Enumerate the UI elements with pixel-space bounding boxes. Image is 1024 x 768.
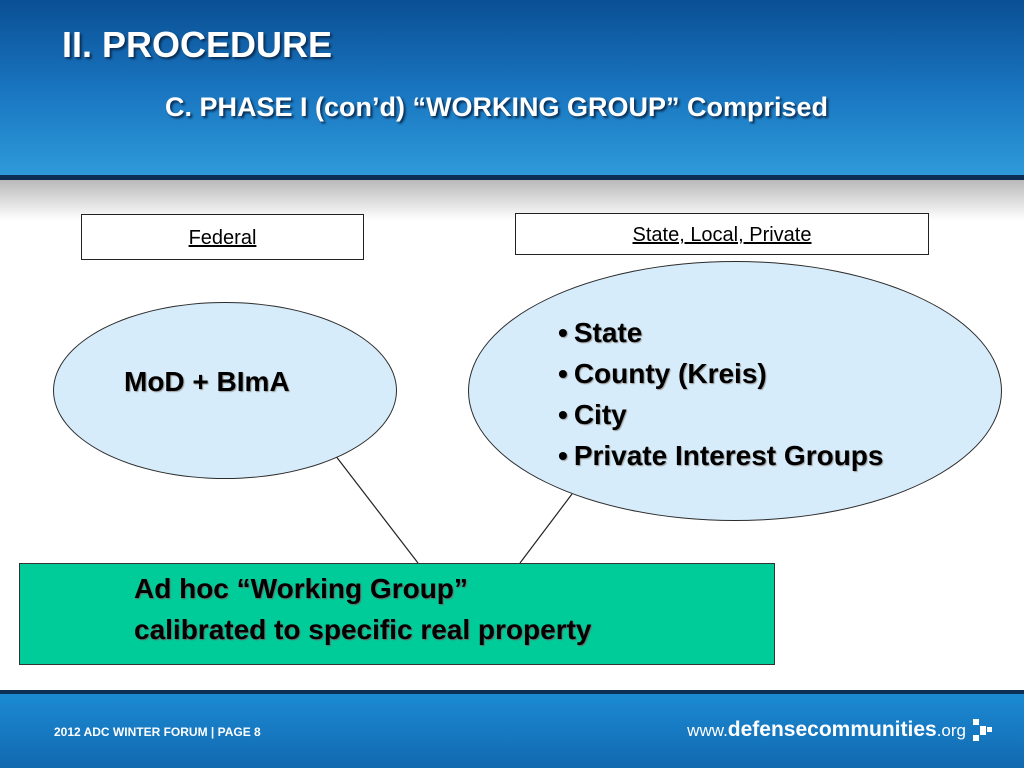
list-item: •State bbox=[558, 312, 883, 353]
chevron-right-icon bbox=[973, 719, 992, 741]
footer-divider bbox=[0, 690, 1024, 694]
bullet: • bbox=[558, 399, 568, 430]
federal-ellipse-text: MoD + BImA bbox=[124, 366, 290, 397]
working-group-box bbox=[19, 563, 775, 665]
working-group-line-2: calibrated to specific real property bbox=[134, 614, 592, 645]
connector-left bbox=[334, 454, 419, 564]
state-local-ellipse bbox=[468, 261, 1002, 521]
state-local-list: •State •County (Kreis) •City •Private In… bbox=[558, 312, 883, 476]
connector-right bbox=[519, 493, 573, 564]
footer-page-label: 2012 ADC WINTER FORUM | PAGE 8 bbox=[54, 725, 261, 739]
footer-band bbox=[0, 694, 1024, 768]
working-group-text: Ad hoc “Working Group” calibrated to spe… bbox=[134, 568, 592, 650]
footer-website-link[interactable]: www.defensecommunities.org bbox=[687, 718, 966, 742]
list-item: •County (Kreis) bbox=[558, 353, 883, 394]
state-local-private-label-box: State, Local, Private bbox=[515, 213, 929, 255]
federal-label-box: Federal bbox=[81, 214, 364, 260]
url-domain: defensecommunities bbox=[727, 718, 937, 741]
url-prefix: www. bbox=[687, 721, 728, 740]
header-band bbox=[0, 0, 1024, 175]
list-item: •Private Interest Groups bbox=[558, 435, 883, 476]
federal-ellipse bbox=[53, 302, 397, 479]
bullet: • bbox=[558, 317, 568, 348]
list-item-text: State bbox=[573, 317, 643, 348]
url-suffix: .org bbox=[936, 721, 966, 740]
list-item-text: City bbox=[573, 399, 627, 430]
working-group-line-1: Ad hoc “Working Group” bbox=[134, 573, 468, 604]
bullet: • bbox=[558, 440, 568, 471]
bullet: • bbox=[558, 358, 568, 389]
list-item-text: Private Interest Groups bbox=[573, 440, 884, 471]
header-divider bbox=[0, 175, 1024, 180]
slide-subtitle: C. PHASE I (con’d) “WORKING GROUP” Compr… bbox=[165, 92, 829, 122]
slide-title: II. PROCEDURE bbox=[62, 24, 333, 65]
list-item-text: County (Kreis) bbox=[573, 358, 767, 389]
list-item: •City bbox=[558, 394, 883, 435]
